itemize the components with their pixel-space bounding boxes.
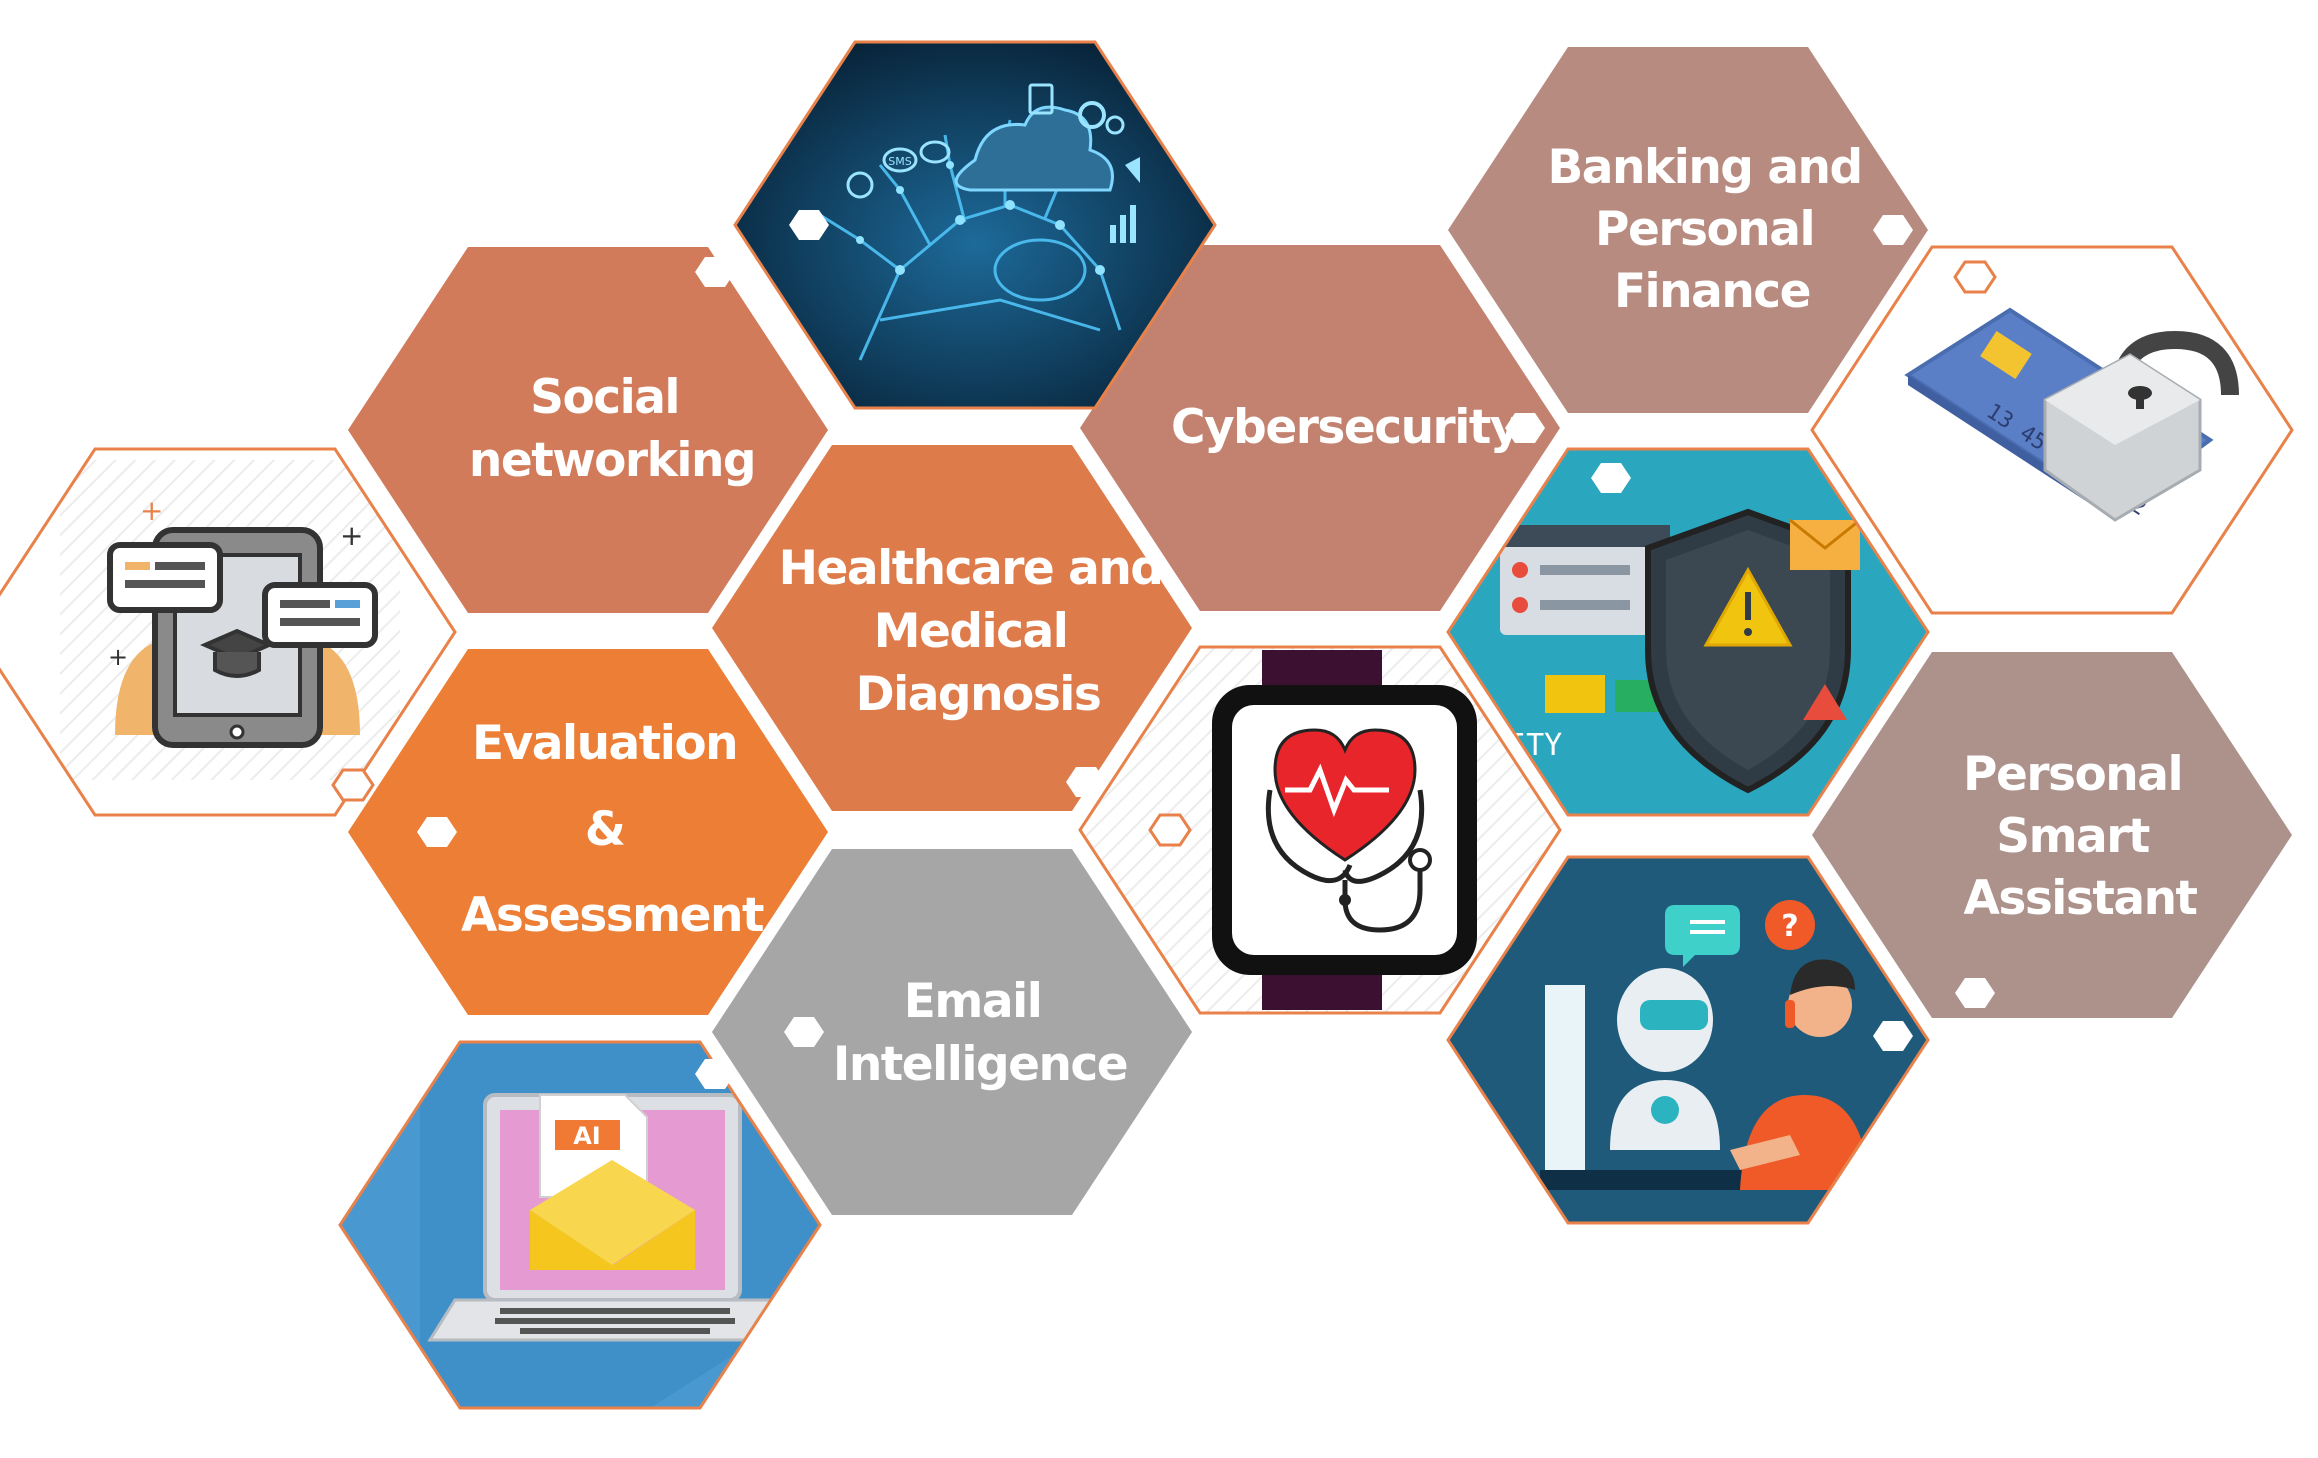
hex-social-networking: Social networking	[348, 247, 828, 613]
cyber-label-line-1: Cybersecurity	[1171, 400, 1520, 455]
small-hex-marker	[784, 1017, 824, 1047]
healthcare-label-line-1: Healthcare and	[779, 541, 1163, 596]
social-label-line-2: networking	[469, 433, 755, 488]
hex-personal-smart-assistant: Personal Smart Assistant	[1812, 652, 2292, 1018]
small-hex-marker	[1591, 463, 1631, 493]
small-hex-marker	[789, 210, 829, 240]
social-label-line-1: Social	[530, 370, 679, 425]
svg-text:+: +	[340, 519, 363, 552]
hex-cybersecurity: Cybersecurity	[1080, 245, 1560, 611]
email-label-line-1: Email	[904, 974, 1042, 1029]
hex-ai-email-laptop-image: AI	[338, 1040, 822, 1410]
hex-healthcare-shape	[712, 445, 1192, 811]
banking-label-line-3: Finance	[1614, 264, 1810, 319]
evaluation-label-line-3: Assessment	[461, 888, 764, 943]
hex-email-shape	[712, 849, 1192, 1215]
evaluation-label: Evaluation & Assessment	[461, 716, 764, 943]
banking-label-line-2: Personal	[1595, 202, 1814, 257]
small-hex-marker	[695, 1059, 735, 1089]
small-hex-marker	[331, 768, 375, 802]
hex-evaluation-shape	[348, 649, 828, 1015]
hex-chatbot-assistant-image: ?	[1446, 855, 1930, 1225]
hex-credit-card-lock-image: 13 45 66 00 12	[1810, 245, 2294, 615]
hex-banking-shape	[1448, 47, 1928, 413]
hex-assistant-shape	[1812, 652, 2292, 1018]
small-hex-marker	[1953, 260, 1997, 294]
hex-education-tablet-image: + + +	[0, 447, 457, 817]
assistant-label: Personal Smart Assistant	[1963, 747, 2198, 926]
hex-evaluation-assessment: Evaluation & Assessment	[348, 649, 828, 1015]
hex-healthcare-medical-diagnosis: Healthcare and Medical Diagnosis	[712, 445, 1192, 811]
banking-label-line-1: Banking and	[1547, 140, 1861, 195]
hex-cyber-shield-image: RITY	[1446, 447, 1930, 817]
svg-text:+: +	[108, 643, 128, 671]
small-hex-marker	[417, 817, 457, 847]
chatbot-agent-icon: ?	[1448, 857, 1928, 1223]
robot-hand-icon: SMS	[819, 83, 1140, 361]
small-hex-marker	[1955, 978, 1995, 1008]
hex-cyber-shape	[1080, 245, 1560, 611]
education-tablet-icon: + + +	[60, 460, 400, 780]
assistant-label-line-3: Assistant	[1963, 871, 2197, 926]
hex-email-intelligence: Email Intelligence	[712, 849, 1192, 1215]
healthcare-label-line-2: Medical	[874, 604, 1068, 659]
small-hex-marker	[1505, 413, 1545, 443]
evaluation-label-line-1: Evaluation	[472, 716, 737, 771]
ai-tag-text: AI	[573, 1122, 601, 1150]
email-label-line-2: Intelligence	[833, 1037, 1127, 1092]
question-mark-glyph: ?	[1781, 909, 1798, 944]
svg-text:+: +	[140, 494, 163, 527]
banking-label: Banking and Personal Finance	[1547, 140, 1876, 319]
small-hex-marker	[1873, 215, 1913, 245]
email-label: Email Intelligence	[833, 974, 1127, 1092]
healthcare-label-line-3: Diagnosis	[856, 667, 1101, 722]
ai-email-laptop-icon: AI	[420, 1042, 820, 1408]
security-shield-icon: RITY	[1448, 449, 1928, 815]
assistant-label-line-2: Smart	[1996, 809, 2150, 864]
social-label: Social networking	[469, 370, 755, 488]
assistant-label-line-1: Personal	[1963, 747, 2182, 802]
hex-smartwatch-heart-image	[1078, 645, 1562, 1015]
hex-banking-personal-finance: Banking and Personal Finance	[1448, 47, 1928, 413]
evaluation-label-line-2: &	[585, 802, 625, 857]
sms-text: SMS	[888, 155, 911, 168]
hex-social-shape	[348, 247, 828, 613]
healthcare-label: Healthcare and Medical Diagnosis	[779, 541, 1178, 722]
small-hex-marker	[1148, 813, 1192, 847]
small-hex-marker	[695, 257, 735, 287]
small-hex-marker	[1873, 1021, 1913, 1051]
cyber-label: Cybersecurity	[1171, 400, 1520, 455]
hex-ai-robot-hand-image: SMS	[733, 40, 1217, 410]
small-hex-marker	[1066, 767, 1106, 797]
